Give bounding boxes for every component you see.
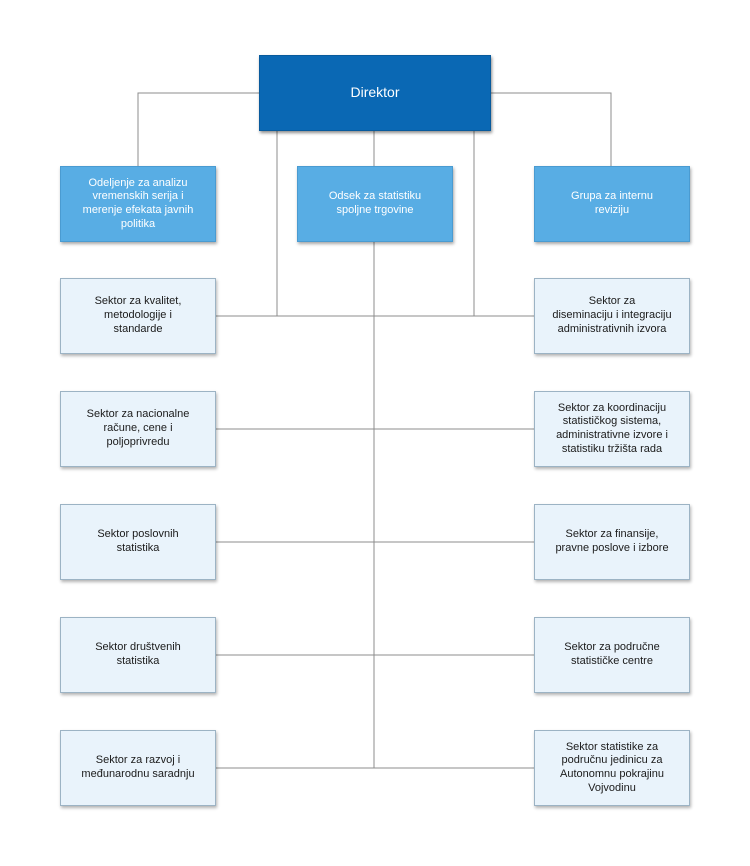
sector-label: Sektor za područne statističke centre <box>564 641 660 667</box>
sector-box-right-1: Sektor za diseminaciju i integraciju adm… <box>534 278 690 354</box>
sector-box-left-5: Sektor za razvoj i međunarodnu saradnju <box>60 730 216 806</box>
unit-label: Grupa za internu reviziju <box>571 190 653 216</box>
director-box: Direktor <box>259 55 491 131</box>
sector-box-right-4: Sektor za područne statističke centre <box>534 617 690 693</box>
connector-director-right-unit <box>490 92 612 166</box>
connector-director-left-unit <box>137 92 259 166</box>
sector-label: Sektor za nacionalne račune, cene i polj… <box>86 408 190 448</box>
sector-box-right-3: Sektor za finansije, pravne poslove i iz… <box>534 504 690 580</box>
sector-label: Sektor za finansije, pravne poslove i iz… <box>555 528 669 554</box>
unit-label: Odeljenje za analizu vremenskih serija i… <box>82 176 194 230</box>
sector-box-left-1: Sektor za kvalitet, metodologije i stand… <box>60 278 216 354</box>
sector-box-left-3: Sektor poslovnih statistika <box>60 504 216 580</box>
unit-label: Odsek za statistiku spoljne trgovine <box>328 190 422 216</box>
sector-label: Sektor za diseminaciju i integraciju adm… <box>552 295 672 335</box>
director-label: Direktor <box>350 84 400 101</box>
unit-box-time-series: Odeljenje za analizu vremenskih serija i… <box>60 166 216 242</box>
sector-box-left-4: Sektor društvenih statistika <box>60 617 216 693</box>
sector-box-right-5: Sektor statistike za područnu jedinicu z… <box>534 730 690 806</box>
unit-box-internal-audit: Grupa za internu reviziju <box>534 166 690 242</box>
sector-label: Sektor statistike za područnu jedinicu z… <box>560 740 664 794</box>
sector-box-right-2: Sektor za koordinaciju statističkog sist… <box>534 391 690 467</box>
sector-label: Sektor poslovnih statistika <box>97 528 179 554</box>
sector-box-left-2: Sektor za nacionalne račune, cene i polj… <box>60 391 216 467</box>
sector-label: Sektor za razvoj i međunarodnu saradnju <box>81 754 195 780</box>
sector-label: Sektor za koordinaciju statističkog sist… <box>556 401 668 455</box>
sector-label: Sektor društvenih statistika <box>95 641 181 667</box>
unit-box-foreign-trade: Odsek za statistiku spoljne trgovine <box>297 166 453 242</box>
sector-label: Sektor za kvalitet, metodologije i stand… <box>94 295 182 335</box>
